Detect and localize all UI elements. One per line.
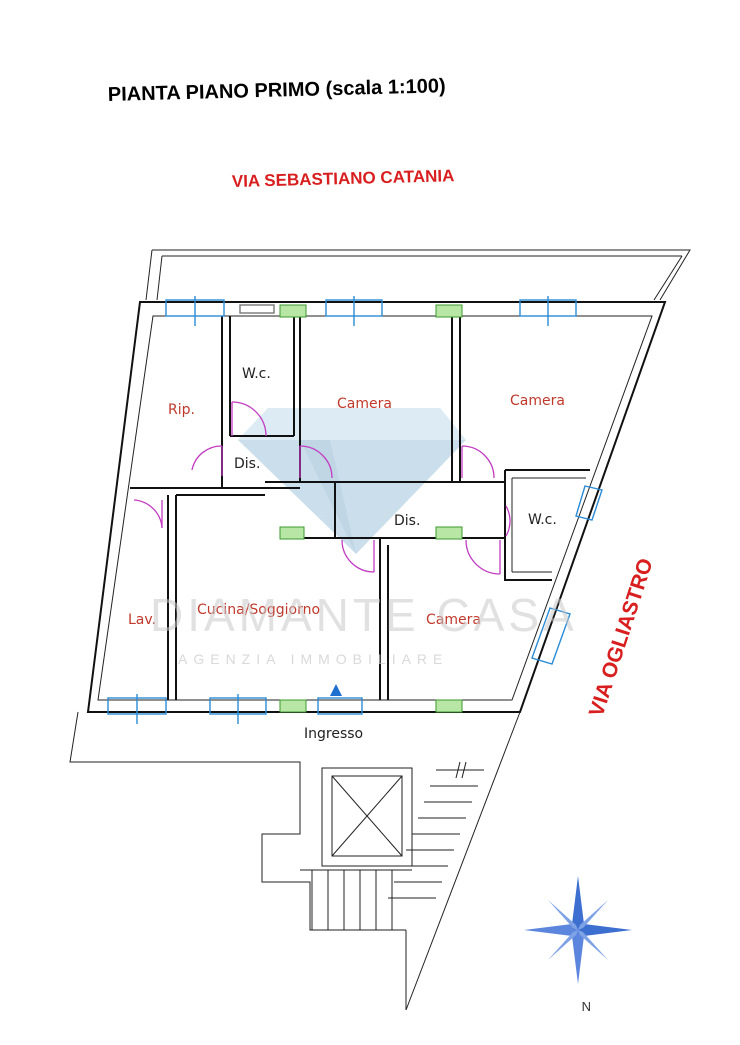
vent-2 (435, 304, 463, 318)
doors (133, 401, 511, 575)
outer-boundary (145, 249, 691, 301)
door-wc-left (231, 401, 267, 437)
entrance-label: Ingresso (304, 726, 363, 742)
window-bottom-1 (107, 694, 167, 724)
room-label-camera-top-mid: Camera (337, 396, 392, 412)
room-label-rip: Rip. (168, 402, 195, 418)
room-label-wc-right: W.c. (528, 512, 557, 528)
vent-1 (279, 304, 307, 318)
door-camera-bottom (465, 539, 501, 575)
door-camera-right (461, 445, 495, 479)
window-top-3 (325, 296, 383, 326)
vent-3 (279, 526, 305, 540)
window-right-1 (575, 485, 603, 521)
door-rip (191, 445, 223, 471)
room-label-lav: Lav. (128, 612, 156, 628)
window-top-4 (519, 296, 577, 326)
vents (279, 304, 463, 713)
door-lav (133, 499, 163, 529)
room-label-camera-bottom: Camera (426, 612, 481, 628)
room-label-camera-top-right: Camera (510, 393, 565, 409)
street-top-label: VIA SEBASTIANO CATANIA (232, 166, 455, 191)
room-label-wc-left: W.c. (242, 366, 271, 382)
door-cucina (341, 539, 375, 573)
street-right-label: VIA OGLIASTRO (585, 556, 658, 720)
vent-4 (435, 526, 463, 540)
window-top-2 (239, 304, 275, 314)
watermark-sub: AGENZIA IMMOBILIARE (178, 651, 448, 667)
door-wc-right (505, 505, 511, 537)
watermark-main: DIAMANTE CASA (150, 589, 578, 641)
windows (107, 296, 603, 724)
window-bottom-3 (317, 697, 363, 715)
vent-6 (435, 699, 463, 713)
window-right-2 (531, 607, 571, 665)
room-label-dis-mid: Dis. (394, 513, 420, 529)
window-top-1 (165, 296, 225, 326)
compass-rose-icon (524, 876, 632, 984)
door-camera-mid (299, 445, 333, 479)
entrance-arrow-icon (330, 684, 342, 696)
room-label-cucina: Cucina/Soggiorno (197, 602, 320, 618)
room-label-dis-left: Dis. (234, 456, 260, 472)
vent-5 (279, 699, 307, 713)
window-bottom-2 (209, 694, 267, 724)
plan-title: PIANTA PIANO PRIMO (scala 1:100) (108, 75, 446, 106)
stairwell (69, 711, 521, 1011)
compass-north-label: N (582, 999, 591, 1014)
